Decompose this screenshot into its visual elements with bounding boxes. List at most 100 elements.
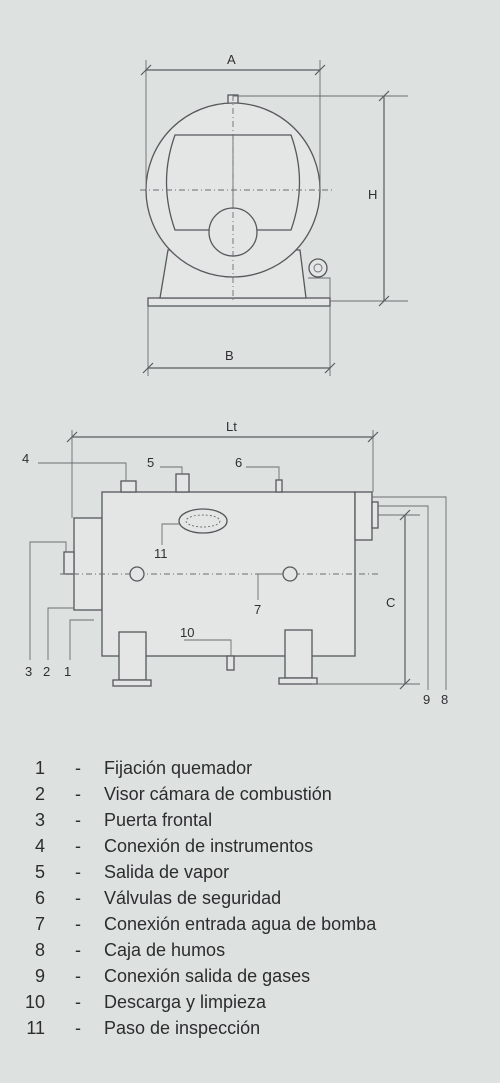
side-foot-right — [284, 629, 313, 679]
leader-2 — [47, 607, 74, 660]
legend-text: Caja de humos — [104, 940, 226, 960]
legend-number: 7 — [34, 914, 45, 934]
legend-dash: - — [75, 862, 81, 882]
side-view: Lt C 4 5 6 11 7 10 3 2 1 9 8 — [22, 419, 448, 707]
dim-h-tick-bottom — [378, 295, 390, 307]
legend-dash: - — [75, 914, 81, 934]
legend-dash: - — [75, 888, 81, 908]
pump-line — [308, 277, 331, 298]
inspection-port — [178, 508, 228, 534]
leader-4 — [38, 462, 127, 481]
legend-dash: - — [75, 836, 81, 856]
side-foot-right-base — [278, 677, 318, 685]
dim-b-tick-left — [142, 362, 154, 374]
side-front-door — [73, 517, 103, 611]
legend-number: 5 — [34, 862, 45, 882]
legend-number: 9 — [34, 966, 45, 986]
legend-dash: - — [75, 758, 81, 778]
legend-dash: - — [75, 1018, 81, 1038]
legend-dash: - — [75, 784, 81, 804]
legend-number: 3 — [34, 810, 45, 830]
drain-nozzle — [226, 655, 235, 671]
legend-text: Puerta frontal — [104, 810, 213, 830]
legend-text: Descarga y limpieza — [104, 992, 267, 1012]
legend-text: Conexión salida de gases — [104, 966, 311, 986]
side-gas-outlet — [371, 501, 379, 529]
leader-9 — [378, 505, 429, 690]
label-1: 1 — [64, 664, 71, 679]
leader-1 — [69, 619, 94, 660]
legend-number: 2 — [34, 784, 45, 804]
dim-lt-tick-right — [367, 431, 379, 443]
label-2: 2 — [43, 664, 50, 679]
legend-number: 8 — [34, 940, 45, 960]
legend-text: Paso de inspección — [104, 1018, 261, 1038]
legend-dash: - — [75, 810, 81, 830]
legend-text: Válvulas de seguridad — [104, 888, 282, 908]
legend-text: Conexión entrada agua de bomba — [104, 914, 377, 934]
nozzle-instruments — [120, 480, 137, 493]
label-9: 9 — [423, 692, 430, 707]
label-10: 10 — [180, 625, 194, 640]
legend-number: 6 — [34, 888, 45, 908]
legend-text: Conexión de instrumentos — [104, 836, 314, 856]
label-8: 8 — [441, 692, 448, 707]
legend-dash: - — [75, 992, 81, 1012]
legend-item: 8 - Caja de humos — [0, 940, 500, 966]
dim-a-label: A — [227, 52, 236, 67]
leader-5 — [160, 466, 183, 474]
legend-item: 11 - Paso de inspección — [0, 1018, 500, 1044]
legend-item: 1 - Fijación quemador — [0, 758, 500, 784]
dim-a-tick-left — [140, 64, 152, 76]
legend-number: 11 — [26, 1018, 45, 1038]
dim-b-tick-right — [324, 362, 336, 374]
dim-b-label: B — [225, 348, 234, 363]
legend-dash: - — [75, 966, 81, 986]
label-5: 5 — [147, 455, 154, 470]
legend-number: 1 — [34, 758, 45, 778]
legend-item: 2 - Visor cámara de combustión — [0, 784, 500, 810]
leader-7 — [257, 573, 283, 600]
legend-item: 5 - Salida de vapor — [0, 862, 500, 888]
label-11: 11 — [154, 546, 168, 561]
legend-text: Salida de vapor — [104, 862, 230, 882]
legend-item: 7 - Conexión entrada agua de bomba — [0, 914, 500, 940]
legend-item: 4 - Conexión de instrumentos — [0, 836, 500, 862]
dim-h-tick-top — [378, 90, 390, 102]
legend-text: Fijación quemador — [104, 758, 253, 778]
dim-c-tick-top — [399, 509, 411, 521]
inspection-port-inner — [185, 514, 221, 528]
leader-10 — [184, 639, 232, 656]
side-burner-mount — [63, 551, 75, 575]
side-foot-left — [118, 631, 147, 681]
boiler-drawing: A H B — [22, 52, 448, 707]
front-pump-inner — [313, 263, 323, 273]
dim-h-label: H — [368, 187, 377, 202]
nozzle-steam — [175, 473, 190, 493]
front-view: A H B — [140, 52, 408, 376]
front-base-plate — [147, 297, 331, 307]
legend-item: 6 - Válvulas de seguridad — [0, 888, 500, 914]
dim-lt-tick-left — [66, 431, 78, 443]
side-connection-water — [282, 566, 298, 582]
side-foot-left-base — [112, 679, 152, 687]
side-smoke-box — [354, 491, 373, 541]
label-3: 3 — [25, 664, 32, 679]
dim-c-tick-bottom — [399, 678, 411, 690]
legend-item: 9 - Conexión salida de gases — [0, 966, 500, 992]
label-4: 4 — [22, 451, 29, 466]
legend-number: 4 — [34, 836, 45, 856]
nozzle-safety-valves — [275, 479, 283, 493]
legend-text: Visor cámara de combustión — [104, 784, 332, 804]
leader-6 — [246, 466, 280, 480]
side-connection-left — [129, 566, 145, 582]
legend-item: 10 - Descarga y limpieza — [0, 992, 500, 1018]
label-6: 6 — [235, 455, 242, 470]
leader-3 — [29, 541, 67, 660]
dim-lt-label: Lt — [226, 419, 237, 434]
label-7: 7 — [254, 602, 261, 617]
leader-8 — [372, 496, 447, 690]
legend-number: 10 — [24, 992, 45, 1012]
legend-dash: - — [75, 940, 81, 960]
